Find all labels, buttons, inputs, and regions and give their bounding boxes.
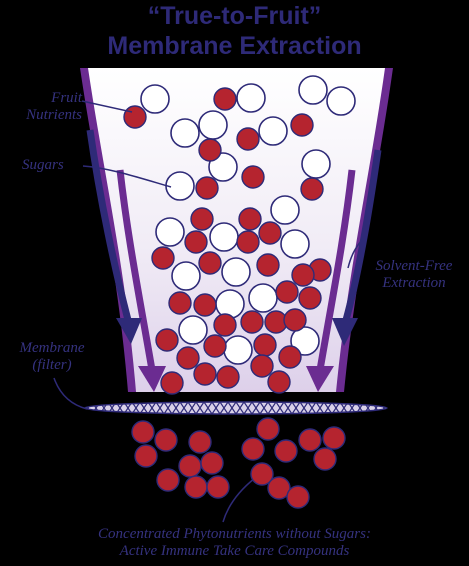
nutrient-molecule: [250, 354, 274, 378]
diagram-title-line1: “True-to-Fruit”: [147, 2, 322, 30]
nutrient-molecule: [168, 291, 192, 315]
nutrient-molecule: [275, 280, 299, 304]
nutrient-molecule: [213, 313, 237, 337]
sugar-molecule: [155, 217, 185, 247]
label-sugars: Sugars: [22, 157, 64, 173]
nutrient-molecule: [176, 346, 200, 370]
funnel-flow-arrows: [116, 169, 356, 392]
nutrient-molecule: [195, 176, 219, 200]
sugar-molecule: [326, 86, 356, 116]
sugar-molecule: [178, 315, 208, 345]
label-fruit-nutrients: Fruit Nutrients: [18, 90, 82, 124]
nutrient-molecules: [123, 87, 332, 395]
nutrient-molecule: [322, 426, 346, 450]
label-membrane-line2: (filter): [32, 357, 72, 373]
membrane-filter: [84, 401, 388, 415]
nutrient-molecule: [198, 251, 222, 275]
nutrient-molecule: [313, 447, 337, 471]
nutrient-molecule: [200, 451, 224, 475]
nutrient-molecule: [286, 485, 310, 509]
sugar-molecule: [236, 83, 266, 113]
nutrient-molecule: [206, 475, 230, 499]
nutrient-molecule: [123, 105, 147, 129]
concentrated-nutrients: [131, 417, 346, 509]
solvent-free-arrows: [86, 129, 382, 346]
nutrient-molecule: [203, 334, 227, 358]
nutrient-molecule: [155, 328, 179, 352]
nutrient-molecule: [278, 345, 302, 369]
nutrient-molecule: [253, 333, 277, 357]
nutrient-molecule: [151, 246, 175, 270]
nutrient-molecule: [298, 286, 322, 310]
sugar-molecule: [258, 116, 288, 146]
nutrient-molecule: [250, 462, 274, 486]
sugar-molecule: [280, 229, 310, 259]
nutrient-molecule: [154, 428, 178, 452]
nutrient-molecule: [238, 207, 262, 231]
nutrient-molecule: [256, 417, 280, 441]
nutrient-molecule: [258, 221, 282, 245]
sugar-molecules: [140, 75, 356, 365]
nutrient-molecule: [241, 437, 265, 461]
sugar-molecule: [290, 326, 320, 356]
nutrient-molecule: [298, 428, 322, 452]
label-membrane-line1: Membrane: [19, 340, 85, 356]
label-solvent-free-line1: Solvent-Free: [375, 258, 453, 274]
label-fruit-nutrients-line2: Nutrients: [26, 107, 82, 123]
label-solvent-free-line2: Extraction: [382, 275, 446, 291]
nutrient-molecule: [241, 165, 265, 189]
label-membrane: Membrane (filter): [6, 340, 98, 374]
nutrient-molecule: [236, 127, 260, 151]
nutrient-molecule: [256, 253, 280, 277]
nutrient-molecule: [213, 87, 237, 111]
nutrient-molecule: [134, 444, 158, 468]
leader-lines: [53, 100, 363, 523]
sugar-molecule: [270, 195, 300, 225]
nutrient-molecule: [283, 308, 307, 332]
nutrient-molecule: [160, 371, 184, 395]
sugar-molecule: [140, 84, 170, 114]
nutrient-molecule: [274, 439, 298, 463]
nutrient-molecule: [184, 230, 208, 254]
sugar-molecule: [221, 257, 251, 287]
nutrient-molecule: [236, 230, 260, 254]
sugar-molecule: [223, 335, 253, 365]
sugar-molecule: [198, 110, 228, 140]
nutrient-molecule: [216, 365, 240, 389]
nutrient-molecule: [188, 430, 212, 454]
nutrient-molecule: [190, 207, 214, 231]
sugar-molecule: [170, 118, 200, 148]
nutrient-molecule: [198, 138, 222, 162]
caption-line2: Active Immune Take Care Compounds: [119, 543, 350, 559]
nutrient-molecule: [267, 476, 291, 500]
nutrient-molecule: [131, 420, 155, 444]
nutrient-molecule: [193, 362, 217, 386]
sugar-molecule: [171, 261, 201, 291]
label-solvent-free: Solvent-Free Extraction: [364, 258, 464, 292]
caption-line1: Concentrated Phytonutrients without Suga…: [98, 526, 371, 542]
nutrient-molecule: [300, 177, 324, 201]
nutrient-molecule: [193, 293, 217, 317]
nutrient-molecule: [291, 263, 315, 287]
nutrient-molecule: [240, 310, 264, 334]
sugar-molecule: [298, 75, 328, 105]
nutrient-molecule: [178, 454, 202, 478]
sugar-molecule: [215, 289, 245, 319]
sugar-molecule: [301, 149, 331, 179]
nutrient-molecule: [290, 113, 314, 137]
label-fruit-nutrients-line1: Fruit: [51, 90, 82, 106]
sugar-molecule: [248, 283, 278, 313]
nutrient-molecule: [184, 475, 208, 499]
sugar-molecule: [209, 222, 239, 252]
caption: Concentrated Phytonutrients without Suga…: [0, 526, 469, 560]
nutrient-molecule: [267, 370, 291, 394]
diagram-title-line2: Membrane Extraction: [107, 32, 362, 60]
nutrient-molecule: [156, 468, 180, 492]
